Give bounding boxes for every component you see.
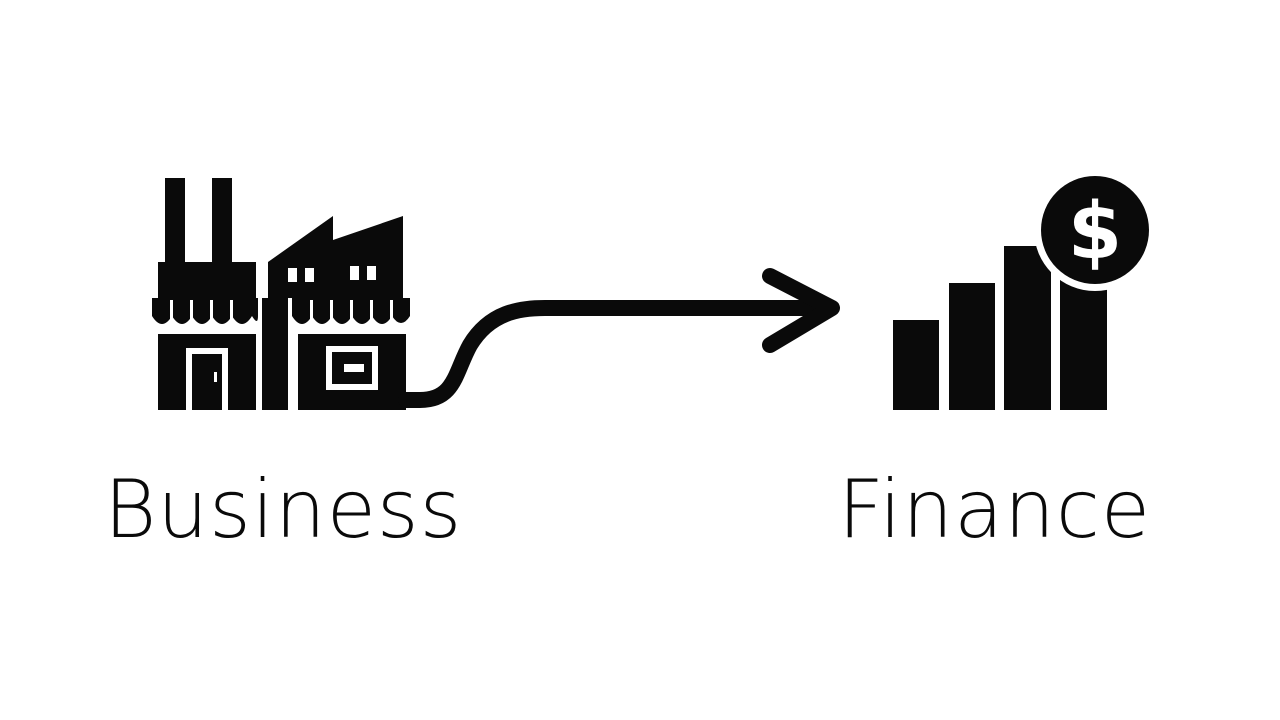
curved-arrow-icon [398, 268, 840, 408]
awning-left [152, 298, 258, 324]
finance-bar-4 [1060, 270, 1107, 410]
finance-bar-2 [949, 283, 995, 410]
dollar-symbol: $ [1068, 187, 1122, 277]
finance-bar-1 [893, 320, 939, 410]
finance-bar-3 [1004, 246, 1051, 410]
business-label: Business [104, 463, 463, 556]
bar-chart-dollar-icon [893, 246, 1107, 410]
finance-label: Finance [838, 463, 1152, 556]
awning-right [292, 298, 410, 324]
factory-storefront-icon [152, 178, 410, 410]
dollar-coin-icon: $ [1034, 169, 1156, 291]
